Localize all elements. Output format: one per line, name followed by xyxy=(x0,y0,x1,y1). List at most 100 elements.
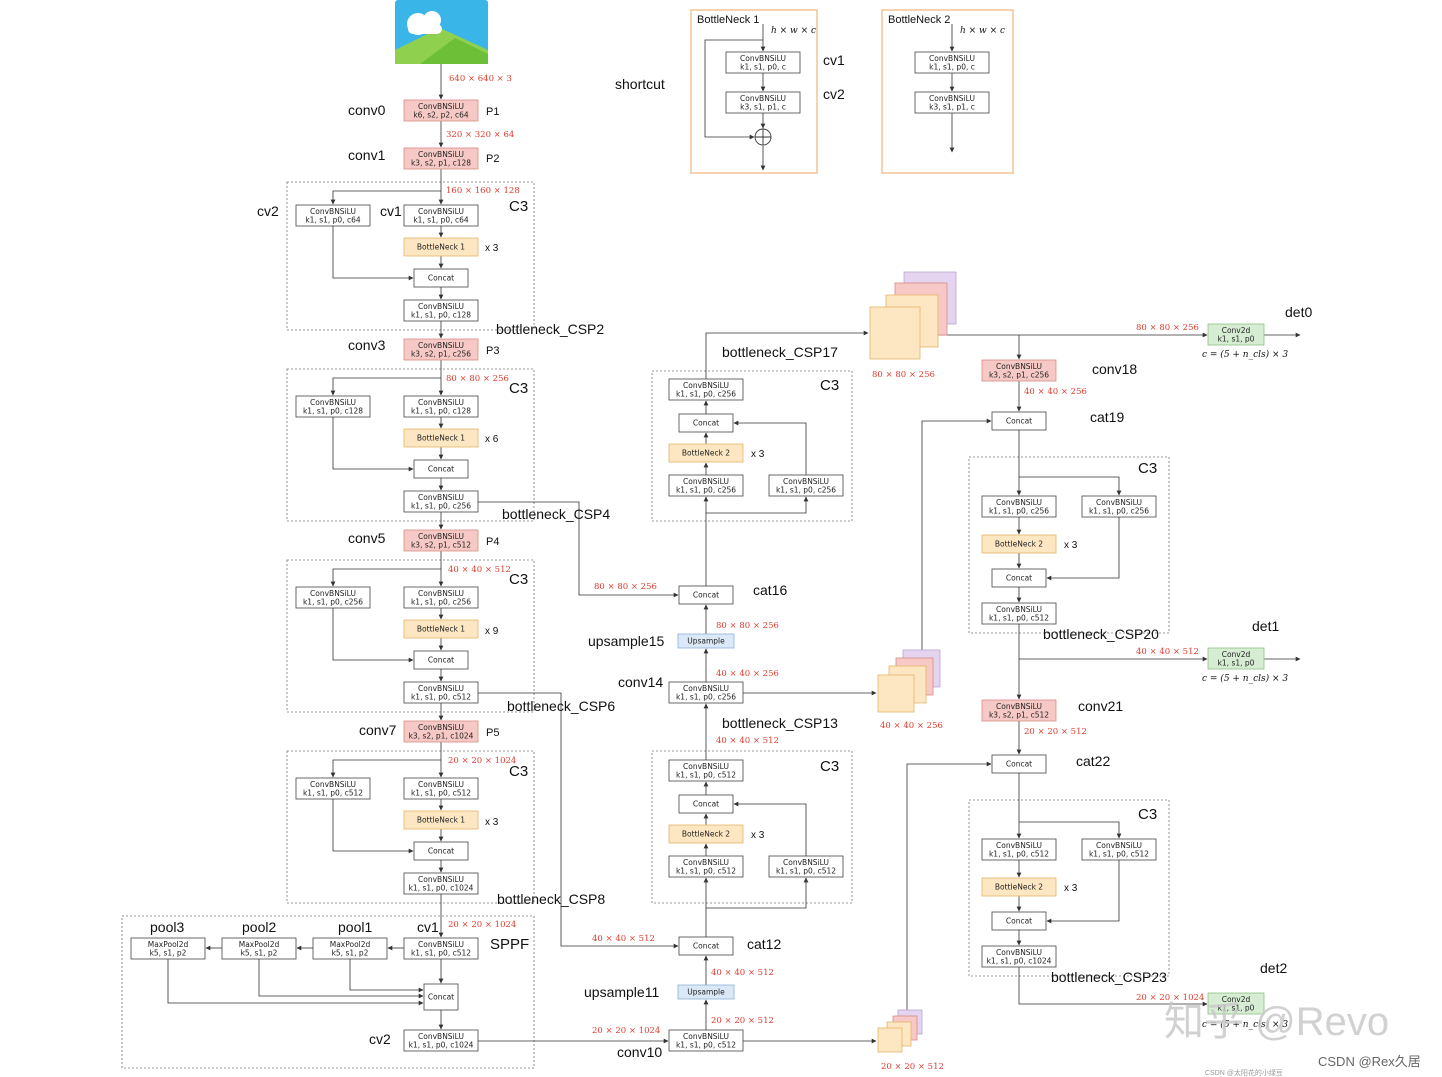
node-params: k1, s1, p0, c64 xyxy=(413,216,469,225)
node-title: ConvBNSiLU xyxy=(418,532,464,541)
label-bn1cv1: cv1 xyxy=(823,52,845,68)
edge xyxy=(921,418,992,650)
node-params: k1, s1, p0, c64 xyxy=(305,216,361,225)
node-title: ConvBNSiLU xyxy=(418,102,464,111)
edge xyxy=(733,801,807,856)
label-bcsp13: bottleneck_CSP13 xyxy=(722,715,838,731)
label-c3f: C3 xyxy=(820,377,839,394)
node-params: k1, s1, p0, c512 xyxy=(989,614,1049,623)
tensor-shape-label: 320 × 320 × 64 xyxy=(446,130,514,140)
node-params: k1, s1, p0, c512 xyxy=(989,850,1049,859)
tensor-shape-label: 20 × 20 × 512 xyxy=(1024,727,1087,737)
label-conv7: conv7 xyxy=(359,722,397,738)
node-params: k1, s1, p0, c256 xyxy=(676,693,736,702)
node-c3c-cat: Concat xyxy=(413,650,469,670)
node-params: k1, s1, p0, c512 xyxy=(776,867,836,876)
label-conv10: conv10 xyxy=(617,1044,662,1060)
node-title: BottleNeck 2 xyxy=(995,883,1043,892)
tensor-shape-label: 20 × 20 × 512 xyxy=(881,1062,944,1072)
tensor-shape-label: 160 × 160 × 128 xyxy=(446,186,520,196)
node-params: k1, s1, p0, c128 xyxy=(411,407,471,416)
tensor-shape-label: 40 × 40 × 256 xyxy=(880,721,943,731)
node-params: k1, s1, p0, c256 xyxy=(776,486,836,495)
node-c3h-bn: BottleNeck 2 xyxy=(981,877,1057,897)
label-det2: det2 xyxy=(1260,960,1287,976)
node-params: k3, s2, p1, c128 xyxy=(411,159,471,168)
node-title: ConvBNSiLU xyxy=(683,762,729,771)
node-title: Concat xyxy=(693,419,719,428)
label-bcsp8: bottleneck_CSP8 xyxy=(497,891,605,907)
node-title: ConvBNSiLU xyxy=(418,723,464,732)
label-c3g: C3 xyxy=(1138,460,1157,477)
node-c3g-cat: Concat xyxy=(991,568,1047,588)
tensor-shape-label: 40 × 40 × 256 xyxy=(1024,387,1087,397)
node-title: ConvBNSiLU xyxy=(418,207,464,216)
node-title: BottleNeck 2 xyxy=(995,540,1043,549)
tensor-shape-label: 40 × 40 × 512 xyxy=(592,934,655,944)
node-title: ConvBNSiLU xyxy=(996,605,1042,614)
node-title: ConvBNSiLU xyxy=(310,780,356,789)
node-params: k5, s1, p2 xyxy=(332,949,369,958)
label-conv18: conv18 xyxy=(1092,361,1137,377)
tensor-shape-label: 80 × 80 × 256 xyxy=(446,374,509,384)
sppf-frame xyxy=(121,915,535,1069)
node-title: Concat xyxy=(1006,917,1032,926)
edge xyxy=(167,959,424,1006)
label-p3: P3 xyxy=(486,345,499,357)
c3-frame-csp13 xyxy=(651,750,853,904)
label-conv1: conv1 xyxy=(348,147,386,163)
node-c3b-bn: BottleNeck 1 xyxy=(403,428,479,448)
label-pool1: pool1 xyxy=(338,919,372,935)
label-cv1a: cv1 xyxy=(380,203,402,219)
label-x6: x 6 xyxy=(485,434,499,445)
node-c3f-bn: BottleNeck 2 xyxy=(668,443,744,463)
node-up11: Upsample xyxy=(677,984,735,1000)
bottleneck1-legend-frame xyxy=(690,9,818,174)
tensor-shape-label: 20 × 20 × 1024 xyxy=(448,756,516,766)
label-c3a: C3 xyxy=(509,198,528,215)
node-title: BottleNeck 1 xyxy=(417,243,465,252)
node-params: k1, s1, p0, c256 xyxy=(676,390,736,399)
label-bn1: BottleNeck 1 xyxy=(697,14,759,26)
node-params: k3, s2, p1, c256 xyxy=(411,350,471,359)
label-p4: P4 xyxy=(486,536,499,548)
node-params: k3, s2, p1, c512 xyxy=(989,711,1049,720)
node-params: k1, s1, p0, c xyxy=(740,63,786,72)
c3-frame-csp20 xyxy=(968,456,1170,634)
node-title: BottleNeck 1 xyxy=(417,434,465,443)
node-title: Upsample xyxy=(687,988,725,997)
edge xyxy=(332,608,414,663)
label-x3h: x 3 xyxy=(1064,883,1078,894)
node-title: ConvBNSiLU xyxy=(783,477,829,486)
node-c3g-bn: BottleNeck 2 xyxy=(981,534,1057,554)
node-params: k3, s2, p1, c1024 xyxy=(409,732,474,741)
edge xyxy=(330,759,441,778)
node-params: k1, s1, p0, c xyxy=(929,63,975,72)
node-title: ConvBNSiLU xyxy=(996,841,1042,850)
node-params: k1, s1, p0, c128 xyxy=(411,311,471,320)
node-c3a-cat: Concat xyxy=(413,268,469,288)
tensor-shape-label: 40 × 40 × 512 xyxy=(711,968,774,978)
node-up15: Upsample xyxy=(677,633,735,649)
tensor-shape-label: 40 × 40 × 512 xyxy=(716,736,779,746)
node-params: k1, s1, p0 xyxy=(1218,335,1255,344)
edge xyxy=(733,420,807,475)
label-c3h: C3 xyxy=(1138,806,1157,823)
edge xyxy=(1019,821,1122,839)
node-title: ConvBNSiLU xyxy=(418,684,464,693)
tensor-shape-label: 20 × 20 × 1024 xyxy=(1136,993,1204,1003)
node-title: ConvBNSiLU xyxy=(740,94,786,103)
